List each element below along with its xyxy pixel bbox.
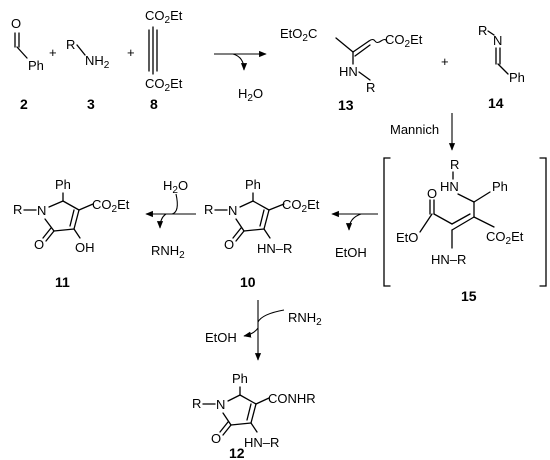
reagent-etoh-out: EtOH: [205, 330, 237, 345]
plus-sign: +: [127, 45, 135, 60]
compound-11: Ph R N O CO2Et OH 11: [13, 177, 130, 290]
reaction-arrow-amidation: RNH2 EtOH: [205, 300, 322, 361]
compound-10: Ph R N O CO2Et HN–R 10: [204, 177, 320, 290]
atom-label: Ph: [492, 179, 508, 194]
atom-label: N: [493, 33, 502, 48]
atom-label: R: [450, 157, 459, 172]
atom-label: R: [366, 80, 375, 95]
atom-label: R: [478, 23, 487, 38]
compound-15: R HN Ph CO2Et O EtO HN–R 15: [383, 157, 547, 304]
compound-number-2: 2: [20, 96, 28, 112]
atom-label: N: [37, 203, 46, 218]
reagent-rnh2-out: RNH2: [151, 243, 185, 261]
reaction-arrow-mannich: Mannich: [390, 113, 456, 151]
atom-label: R: [192, 396, 201, 411]
compound-12: Ph R N O CONHR HN–R 12: [192, 371, 316, 460]
atom-label: CONHR: [268, 391, 316, 406]
compound-number-11: 11: [55, 274, 70, 290]
atom-label: Ph: [55, 177, 71, 192]
reagent-mannich: Mannich: [390, 122, 439, 137]
atom-label: N: [228, 203, 237, 218]
atom-label: O: [34, 237, 44, 252]
atom-label: O: [211, 431, 221, 446]
compound-2: O Ph 2: [11, 16, 44, 112]
reagent-water: H2O: [238, 86, 263, 104]
reagent-rnh2-in: RNH2: [288, 310, 322, 328]
atom-label: R: [13, 202, 22, 217]
compound-number-8: 8: [150, 96, 158, 112]
atom-label: CO2Et: [92, 197, 130, 215]
compound-number-14: 14: [488, 95, 504, 111]
atom-label: CO2Et: [385, 32, 423, 50]
compound-3: R NH2 3: [66, 37, 110, 112]
atom-label: HN–R: [431, 252, 466, 267]
reaction-arrow-hydrolysis: H2O RNH2: [145, 178, 196, 261]
plus-sign: +: [49, 45, 57, 60]
atom-label: Ph: [245, 177, 261, 192]
atom-label: N: [216, 397, 225, 412]
atom-label: HN–R: [257, 241, 292, 256]
atom-label: R: [66, 37, 75, 52]
atom-label: CO2Et: [282, 197, 320, 215]
atom-label: Ph: [509, 70, 525, 85]
atom-label: CO2Et: [145, 76, 183, 94]
atom-label: HN: [440, 179, 459, 194]
atom-label: CO2Et: [145, 8, 183, 26]
reaction-arrow-1: H2O: [214, 50, 267, 104]
atom-label: Ph: [232, 371, 248, 386]
atom-label: CO2Et: [486, 229, 524, 247]
compound-number-10: 10: [240, 274, 256, 290]
atom-label: OH: [75, 240, 95, 255]
atom-label: O: [11, 16, 21, 31]
atom-label: EtO2C: [280, 26, 317, 44]
reagent-water-in: H2O: [163, 178, 188, 196]
atom-label: NH2: [85, 53, 110, 71]
compound-number-12: 12: [229, 445, 245, 460]
atom-label: HN: [339, 64, 358, 79]
atom-label: O: [224, 237, 234, 252]
reagent-etoh: EtOH: [335, 245, 367, 260]
plus-sign: +: [441, 54, 449, 69]
atom-label: EtO: [396, 230, 418, 245]
atom-label: R: [204, 202, 213, 217]
compound-number-13: 13: [338, 97, 354, 113]
compound-14: R N Ph 14: [478, 23, 525, 111]
compound-13: EtO2C CO2Et HN R 13: [280, 26, 423, 113]
compound-number-15: 15: [461, 288, 477, 304]
atom-label: O: [427, 186, 437, 201]
atom-label: HN–R: [244, 435, 279, 450]
atom-label: Ph: [28, 58, 44, 73]
compound-number-3: 3: [87, 96, 95, 112]
compound-8: CO2Et CO2Et 8: [145, 8, 183, 112]
reaction-arrow-cyclization: EtOH: [331, 210, 378, 260]
